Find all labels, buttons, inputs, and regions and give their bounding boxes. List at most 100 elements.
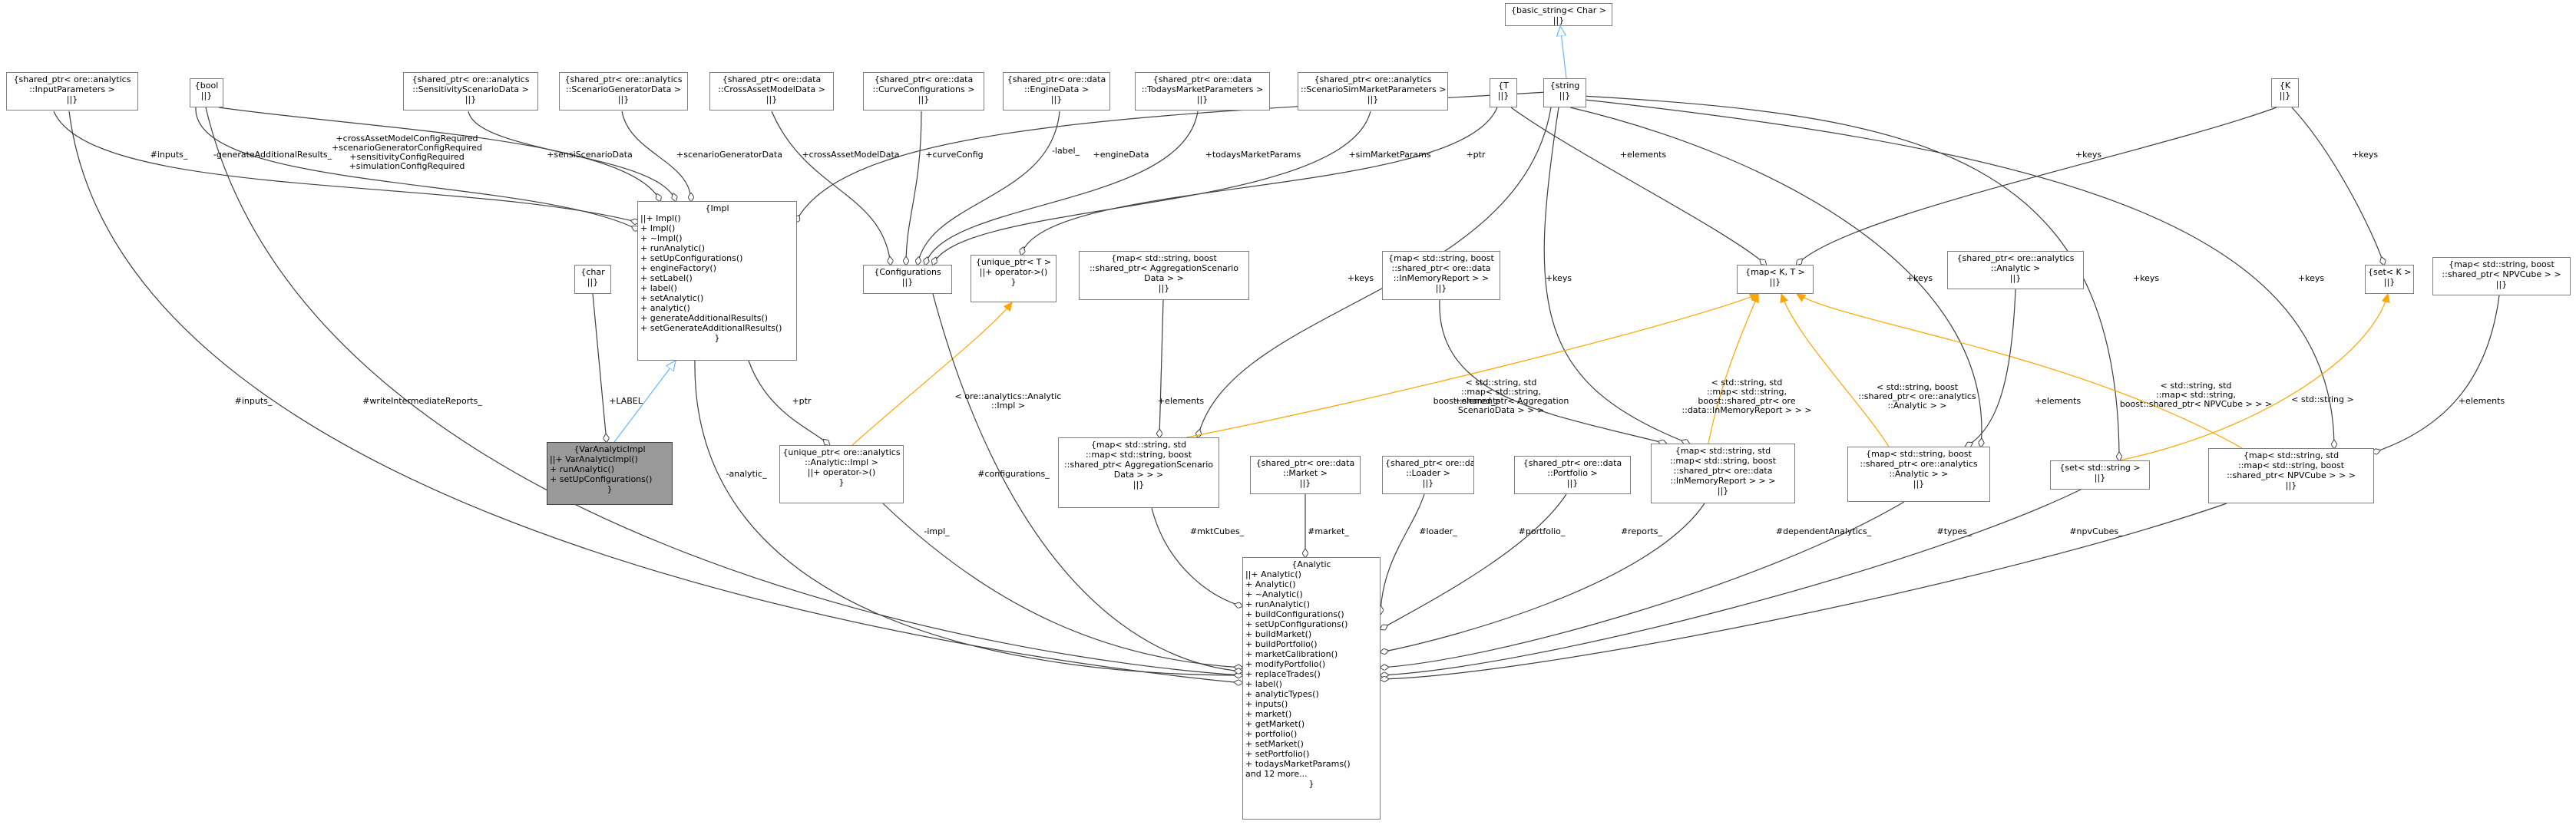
node-title-line: ||}	[1435, 283, 1447, 293]
class-node-mapInMemTmpl[interactable]: {map< std::string, boost::shared_ptr< or…	[1382, 251, 1500, 300]
class-node-curvecfg[interactable]: {shared_ptr< ore::data::CurveConfigurati…	[863, 72, 984, 111]
node-title-line: ||}	[1769, 277, 1781, 287]
edge-string-keys-set	[1581, 95, 2119, 460]
edge-string-keys-npv	[1584, 99, 2334, 448]
node-member: + replaceTrades()	[1245, 669, 1321, 679]
class-node-mapKT[interactable]: {map< K, T >||}	[1737, 265, 1814, 294]
class-node-mapAnalytic[interactable]: {map< std::string, boost::shared_ptr< or…	[1847, 447, 1990, 502]
edge-string-label	[795, 91, 1548, 223]
edge-enginedata-cfg	[918, 111, 1060, 265]
edge-mapInMem-reports_	[1381, 503, 1705, 652]
class-node-uniqueImpl[interactable]: {unique_ptr< ore::analytics::Analytic::I…	[779, 445, 904, 503]
class-node-string[interactable]: {string||}	[1543, 78, 1586, 107]
node-title-line: ::CurveConfigurations >	[872, 84, 975, 94]
class-node-mapNPVTmpl[interactable]: {map< std::string, boost::shared_ptr< NP…	[2432, 257, 2571, 295]
node-title-line: ||+ operator->()	[807, 467, 876, 477]
class-node-sensiscen[interactable]: {shared_ptr< ore::analytics::Sensitivity…	[403, 72, 538, 111]
node-title-line: ||}	[1553, 15, 1565, 25]
edge-K-setK	[2291, 107, 2384, 265]
class-node-configurations[interactable]: {Configurations||}	[863, 265, 952, 294]
node-title-line: {Impl	[705, 203, 729, 213]
class-node-setString[interactable]: {set< std::string >||}	[2050, 460, 2150, 490]
class-node-crossasset[interactable]: {shared_ptr< ore::data::CrossAssetModelD…	[709, 72, 834, 111]
edge-curvecfg-cfg	[906, 111, 922, 265]
node-title-line: ::Market >	[1283, 468, 1328, 478]
node-title-line: {Analytic	[1291, 559, 1331, 569]
edge-label-npv_tmpl: < std::string, std::map< std::string,boo…	[2120, 381, 2272, 409]
node-title-line: {shared_ptr< ore::analytics	[1956, 253, 2075, 263]
edge-label-configurations_: #configurations_	[977, 469, 1050, 479]
node-title-line: {shared_ptr< ore::data	[1152, 74, 1252, 84]
edge-bool-configreq	[218, 107, 660, 201]
node-title-line: {map< std::string, std	[1090, 440, 1187, 450]
node-title-line: ||}	[1196, 94, 1209, 104]
node-title-line: ::Analytic::Impl >	[805, 457, 878, 467]
node-title-line: {shared_ptr< ore::data	[1385, 458, 1474, 468]
node-title-line: ||}	[1913, 479, 1925, 489]
edge-setString-types	[1381, 489, 2082, 675]
node-title-line: {map< std::string, boost	[1111, 253, 1217, 263]
edge-mapAgg-tmpl	[1185, 294, 1758, 438]
edge-label-crossasset: +crossAssetModelData	[802, 150, 899, 160]
edge-label-sensi: +sensiScenarioData	[547, 150, 633, 160]
node-title-line: {T	[1498, 81, 1509, 91]
edge-label-types_: #types_	[1936, 526, 1972, 536]
edge-uniqueImpl-impl_	[882, 503, 1242, 668]
class-node-mapInMem[interactable]: {map< std::string, std::map< std::string…	[1651, 444, 1795, 503]
class-node-setK[interactable]: {set< K >||}	[2365, 265, 2414, 294]
edge-label-impl_: -impl_	[924, 526, 950, 536]
node-title-line: ::shared_ptr< ore::data	[1673, 466, 1773, 476]
class-node-loader[interactable]: {shared_ptr< ore::data::Loader >||}	[1382, 456, 1474, 494]
edge-sensi-impl	[468, 111, 676, 201]
edge-label-configreq: +crossAssetModelConfigRequired+scenarioG…	[332, 134, 482, 171]
class-node-analytic[interactable]: {Analytic||+ Analytic()+ Analytic()+ ~An…	[1242, 557, 1381, 820]
class-node-K[interactable]: {K||}	[2271, 78, 2299, 107]
class-node-inputparams[interactable]: {shared_ptr< ore::analytics::InputParame…	[6, 72, 138, 111]
node-member: + Analytic()	[1245, 579, 1296, 589]
node-member: + label()	[640, 283, 677, 293]
edge-label-keys_k: +keys	[2075, 150, 2101, 160]
edge-mapNPV-tmpl	[1797, 294, 2243, 449]
edge-setString-tmpl	[2118, 294, 2388, 461]
node-title-line: ::shared_ptr< NPVCube > > >	[2227, 470, 2356, 480]
class-node-portfolio[interactable]: {shared_ptr< ore::data::Portfolio >||}	[1514, 456, 1631, 494]
class-node-scengen[interactable]: {shared_ptr< ore::analytics::ScenarioGen…	[559, 72, 688, 111]
node-title-line: {shared_ptr< ore::analytics	[412, 74, 530, 84]
node-title-line: ::shared_ptr< ore::data	[1391, 263, 1491, 273]
edge-mapAnalytic-tmpl	[1781, 294, 1890, 447]
node-title-line: {shared_ptr< ore::data	[1255, 458, 1355, 468]
node-title-line: ||}	[2285, 480, 2297, 490]
class-node-analyticPtr[interactable]: {shared_ptr< ore::analytics::Analytic >|…	[1947, 251, 2084, 289]
class-node-scensim[interactable]: {shared_ptr< ore::analytics::ScenarioSim…	[1298, 72, 1448, 111]
class-node-market[interactable]: {shared_ptr< ore::data::Market >||}	[1250, 456, 1361, 494]
class-node-T[interactable]: {T||}	[1490, 78, 1517, 107]
node-member: ||+ VarAnalyticImpl()	[550, 454, 638, 464]
node-member: + portfolio()	[1245, 729, 1298, 739]
class-node-basic_string[interactable]: {basic_string< Char >||}	[1505, 3, 1612, 26]
class-node-varimpl[interactable]: {VarAnalyticImpl||+ VarAnalyticImpl()+ r…	[547, 442, 673, 505]
class-node-enginedata[interactable]: {shared_ptr< ore::data::EngineData >||}	[1003, 72, 1110, 111]
edge-label-scengen: +scenarioGeneratorData	[676, 150, 782, 160]
edge-impl-analytic_	[694, 360, 1242, 675]
class-node-mapNPV[interactable]: {map< std::string, std::map< std::string…	[2208, 448, 2374, 503]
edge-mapNPV-npvcubes	[1381, 503, 2227, 679]
node-title-line: {unique_ptr< ore::analytics	[782, 447, 901, 457]
node-title-line: {bool	[194, 81, 219, 91]
edge-scengen-impl	[621, 111, 691, 201]
edge-label-inputs_analytic: #inputs_	[235, 396, 273, 406]
node-member: + todaysMarketParams()	[1245, 759, 1351, 769]
class-node-mapAgg[interactable]: {map< std::string, std::map< std::string…	[1058, 437, 1219, 508]
node-title-line: ||}	[1422, 478, 1434, 488]
class-node-mapAggTmpl[interactable]: {map< std::string, boost::shared_ptr< Ag…	[1079, 251, 1249, 300]
node-closing-brace: }	[1308, 779, 1314, 789]
class-node-char[interactable]: {char||}	[574, 265, 611, 294]
class-node-uniqueT[interactable]: {unique_ptr< T >||+ operator->()}	[971, 255, 1057, 302]
class-node-impl[interactable]: {Impl||+ Impl()+ Impl()+ ~Impl()+ runAna…	[637, 201, 797, 361]
node-title-line: ||}	[2094, 473, 2106, 483]
class-node-todaysmkt[interactable]: {shared_ptr< ore::data::TodaysMarketPara…	[1135, 72, 1270, 111]
edge-T-elements	[1510, 107, 1766, 265]
class-node-bool[interactable]: {bool||}	[190, 78, 223, 107]
node-title-line: {VarAnalyticImpl	[574, 444, 646, 454]
node-member: + ~Impl()	[640, 233, 683, 243]
